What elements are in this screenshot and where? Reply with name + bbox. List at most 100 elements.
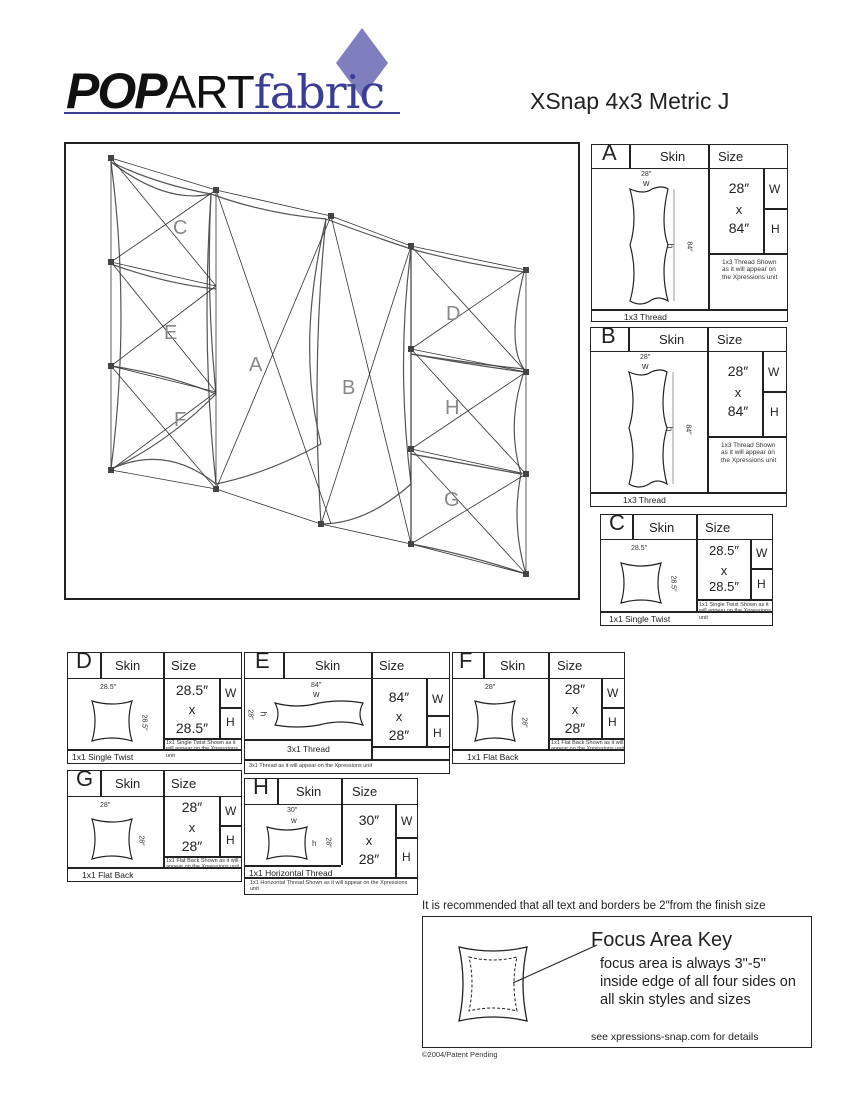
card-side-dim: 84″ — [684, 424, 692, 435]
brand-logo: POPARTfabric — [62, 26, 407, 122]
card-w-label: W — [432, 692, 444, 706]
card-width-value: 28″ — [728, 180, 750, 196]
card-skin-label: Skin — [649, 520, 675, 535]
skin-card-e: E Skin Size 84″ x 28″ W H 3x1 Thread as … — [244, 648, 450, 774]
skin-card-a: A Skin Size 28″ x 84″ W H 1x3 Thread Sho… — [591, 142, 788, 322]
card-w-mark: w — [642, 361, 649, 371]
card-type-label: 1x1 Flat Back — [467, 752, 519, 762]
skin-card-c: C Skin Size 28.5″ x 28.5″ W H 1x1 Single… — [600, 510, 773, 626]
skin-shape — [628, 369, 674, 488]
card-top-dim: 28.5″ — [631, 545, 648, 552]
frame-drawing: C E F A B D H G — [108, 155, 529, 577]
card-height-value: 28″ — [388, 727, 410, 743]
overview-label: D — [446, 303, 460, 325]
card-skin-label: Skin — [115, 658, 141, 673]
skin-card-f: F Skin Size 28″ x 28″ W H 1x1 Flat Back … — [452, 650, 625, 764]
card-top-dim: 84″ — [311, 682, 322, 689]
skin-card-d: D Skin Size 28.5″ x 28.5″ W H 1x1 Single… — [67, 648, 242, 764]
focus-body: focus area is always 3"-5" inside edge o… — [600, 956, 796, 1008]
card-size-label: Size — [718, 149, 744, 164]
card-h-label: H — [770, 405, 779, 419]
card-h-label: H — [402, 850, 411, 864]
card-h-mark: h — [258, 711, 269, 717]
card-letter: E — [255, 648, 270, 673]
card-x: x — [720, 563, 728, 578]
overview-label: F — [174, 409, 186, 431]
card-h-mark: h — [312, 839, 317, 848]
card-w-label: W — [756, 546, 768, 560]
card-skin-label: Skin — [500, 658, 526, 673]
card-type-label: 1x3 Thread — [624, 312, 667, 322]
card-w-label: W — [769, 182, 781, 196]
card-height-value: 28″ — [181, 838, 203, 854]
card-note: 1x3 Thread Shown as it will appear on th… — [722, 259, 778, 281]
card-x: x — [365, 833, 373, 848]
focus-title: Focus Area Key — [591, 929, 733, 951]
card-type-label: 1x1 Flat Back — [82, 870, 134, 880]
card-top-dim: 28″ — [640, 354, 651, 361]
card-note: 1x1 Horizontal Thread Shown as it will a… — [250, 880, 408, 893]
card-size-label: Size — [557, 658, 583, 673]
card-h-label: H — [226, 715, 235, 729]
focus-area-key: Focus Area Key focus area is always 3"-5… — [422, 916, 812, 1048]
card-note: 3x1 Thread as it will appear on the Xpre… — [249, 763, 373, 769]
overview-diagram: C E F A B D H G — [64, 142, 580, 600]
card-top-dim: 28″ — [100, 802, 111, 809]
logo-underline — [64, 112, 400, 114]
card-height-value: 28.5″ — [709, 579, 739, 594]
card-note: 1x1 Single Twist Shown as it will appear… — [699, 602, 771, 621]
card-note: 1x1 Single Twist Shown as it will appear… — [166, 740, 238, 759]
card-size-label: Size — [171, 776, 197, 791]
skin-shape — [266, 826, 308, 860]
focus-see-link: see xpressions-snap.com for details — [591, 1031, 759, 1043]
card-x: x — [395, 709, 403, 724]
overview-label: G — [444, 489, 460, 511]
card-height-value: 84″ — [727, 403, 749, 419]
logo-fabric: fabric — [253, 65, 385, 119]
card-skin-label: Skin — [115, 776, 141, 791]
card-width-value: 28″ — [564, 681, 586, 697]
card-type-label: 3x1 Thread — [287, 744, 330, 754]
card-w-label: W — [225, 686, 237, 700]
overview-label: E — [164, 322, 177, 344]
card-height-value: 28″ — [564, 720, 586, 736]
card-side-dim: 28″ — [520, 717, 528, 728]
page-title: XSnap 4x3 Metric J — [530, 88, 730, 114]
card-top-dim: 30″ — [287, 807, 298, 814]
card-letter: G — [76, 766, 94, 791]
card-width-value: 28″ — [727, 363, 749, 379]
logo-pop: POP — [66, 63, 168, 119]
card-letter: D — [76, 648, 92, 673]
card-width-value: 28.5″ — [175, 682, 209, 698]
card-width-value: 30″ — [358, 812, 380, 828]
card-skin-label: Skin — [315, 658, 341, 673]
card-side-dim: 28″ — [137, 835, 145, 846]
card-side-dim: 28″ — [246, 709, 254, 720]
card-skin-label: Skin — [659, 332, 685, 347]
card-type-label: 1x1 Single Twist — [72, 752, 134, 762]
card-h-label: H — [226, 833, 235, 847]
card-letter: C — [609, 510, 625, 535]
card-x: x — [571, 702, 579, 717]
card-size-label: Size — [171, 658, 197, 673]
card-height-value: 28.5″ — [175, 720, 209, 736]
card-h-label: H — [757, 577, 766, 591]
card-h-label: H — [608, 715, 617, 729]
card-size-label: Size — [352, 784, 378, 799]
card-x: x — [188, 820, 196, 835]
card-skin-label: Skin — [296, 784, 322, 799]
copyright: ©2004/Patent Pending — [422, 1050, 498, 1059]
card-top-dim: 28″ — [641, 171, 652, 178]
card-side-dim: 28″ — [324, 837, 332, 848]
focus-area-icon — [458, 944, 598, 1022]
card-note: 1x1 Flat Back Shown as it will appear on… — [551, 740, 625, 753]
skin-card-g: G Skin Size 28″ x 28″ W H 1x1 Flat Back … — [67, 766, 242, 882]
card-side-dim: 84″ — [685, 241, 693, 252]
card-x: x — [734, 385, 742, 400]
card-x: x — [735, 202, 743, 217]
logo-wordmark: POPARTfabric — [66, 63, 385, 119]
card-w-label: W — [401, 814, 413, 828]
skin-shape — [629, 186, 675, 305]
card-x: x — [188, 702, 196, 717]
card-letter: H — [253, 774, 269, 799]
